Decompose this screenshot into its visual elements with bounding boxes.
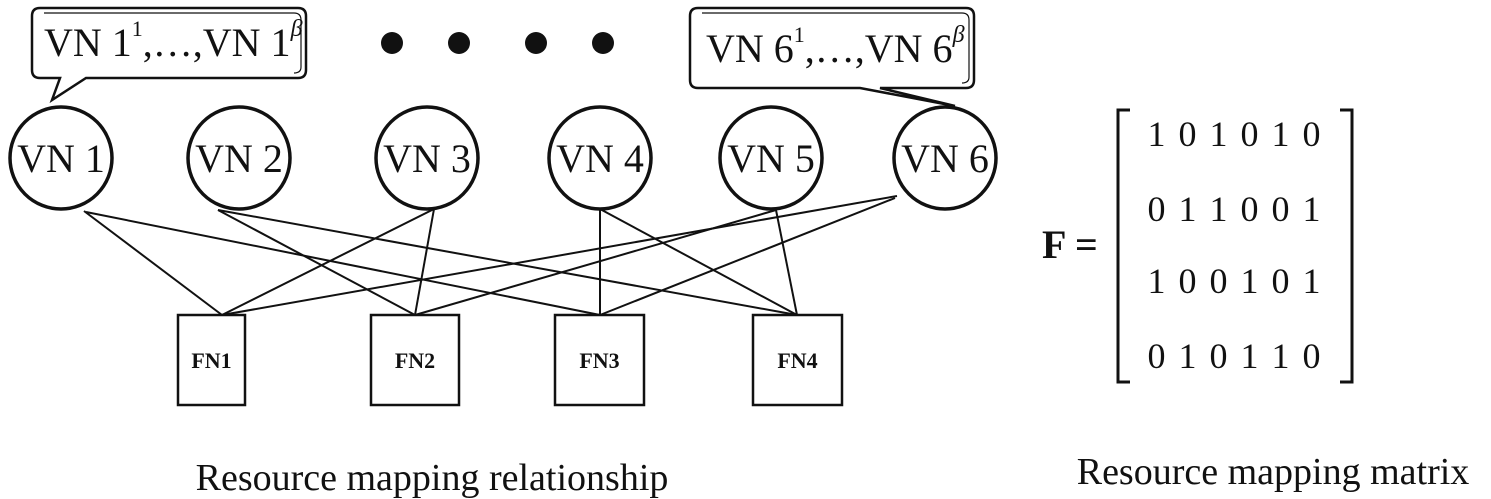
matrix-right-bracket (1340, 108, 1354, 384)
caption-mapping-matrix: Resource mapping matrix (1077, 451, 1470, 493)
function-node-fn2: FN2 (369, 313, 461, 407)
function-nodes: FN1 FN2 FN3 FN4 (176, 313, 844, 407)
edge-vn5-fn2 (414, 209, 777, 316)
function-node-label: FN2 (395, 348, 435, 373)
function-node-label: FN1 (191, 348, 231, 373)
edge-vn5-fn4 (775, 209, 798, 316)
mapping-matrix: F = 1 0 1 0 1 0 0 1 1 0 0 1 1 0 0 1 0 1 0 1… (1042, 108, 1470, 493)
edge-vn2-fn2 (217, 209, 416, 316)
variable-node-label: VN 4 (556, 136, 644, 181)
variable-node-vn6: VN 6 (892, 105, 998, 211)
variable-node-circle (547, 105, 653, 211)
edge-vn3-fn1 (221, 208, 435, 316)
variable-node-label: VN 1 (17, 136, 105, 181)
variable-node-circle (718, 105, 824, 211)
edge-vn6-fn1 (221, 195, 898, 316)
variable-node-circle (186, 105, 292, 211)
edge-vn1-fn1 (83, 210, 223, 316)
edge-vn3-fn2 (414, 208, 435, 316)
edge-vn6-fn3 (599, 197, 896, 316)
function-node-label: FN3 (579, 348, 619, 373)
callout-vn6-text: VN 61,…,VN 6β (706, 22, 965, 71)
function-node-box (751, 313, 844, 407)
function-node-box (176, 313, 247, 407)
callout-vn1-text: VN 11,…,VN 1β (44, 16, 303, 65)
caption-mapping-relationship: Resource mapping relationship (196, 457, 669, 499)
edges (83, 195, 898, 316)
matrix-row-2: 0 1 1 0 0 1 (1148, 189, 1323, 229)
variable-node-circle (8, 105, 114, 211)
variable-node-circle (374, 105, 480, 211)
variable-node-circle (892, 105, 998, 211)
variable-node-vn1: VN 1 (8, 105, 114, 211)
matrix-rows: 1 0 1 0 1 0 0 1 1 0 0 1 1 0 0 1 0 1 0 1 0 1… (1148, 114, 1323, 376)
variable-node-label: VN 6 (901, 136, 989, 181)
variable-node-vn5: VN 5 (718, 105, 824, 211)
callout-vn6: VN 61,…,VN 6β (688, 6, 976, 108)
matrix-row-4: 0 1 0 1 1 0 (1148, 336, 1323, 376)
edge-vn2-fn4 (217, 209, 798, 316)
variable-nodes: VN 1 VN 2 VN 3 VN 4 VN 5 VN 6 (8, 105, 998, 211)
variable-node-label: VN 2 (195, 136, 283, 181)
variable-node-label: VN 5 (727, 136, 815, 181)
function-node-fn1: FN1 (176, 313, 247, 407)
matrix-label: F = (1042, 222, 1098, 267)
function-node-box (553, 313, 646, 407)
matrix-row-3: 1 0 0 1 0 1 (1148, 261, 1323, 301)
function-node-fn3: FN3 (553, 313, 646, 407)
variable-node-label: VN 3 (383, 136, 471, 181)
function-node-label: FN4 (777, 348, 817, 373)
variable-node-vn2: VN 2 (186, 105, 292, 211)
edge-vn1-fn3 (85, 211, 601, 316)
edge-vn4-fn4 (599, 208, 798, 316)
variable-node-vn4: VN 4 (547, 105, 653, 211)
function-node-box (369, 313, 461, 407)
matrix-row-1: 1 0 1 0 1 0 (1148, 114, 1323, 154)
matrix-left-bracket (1116, 108, 1130, 384)
function-node-fn4: FN4 (751, 313, 844, 407)
variable-node-vn3: VN 3 (374, 105, 480, 211)
ellipsis-dots (381, 32, 614, 54)
callout-vn1: VN 11,…,VN 1β (30, 6, 308, 104)
